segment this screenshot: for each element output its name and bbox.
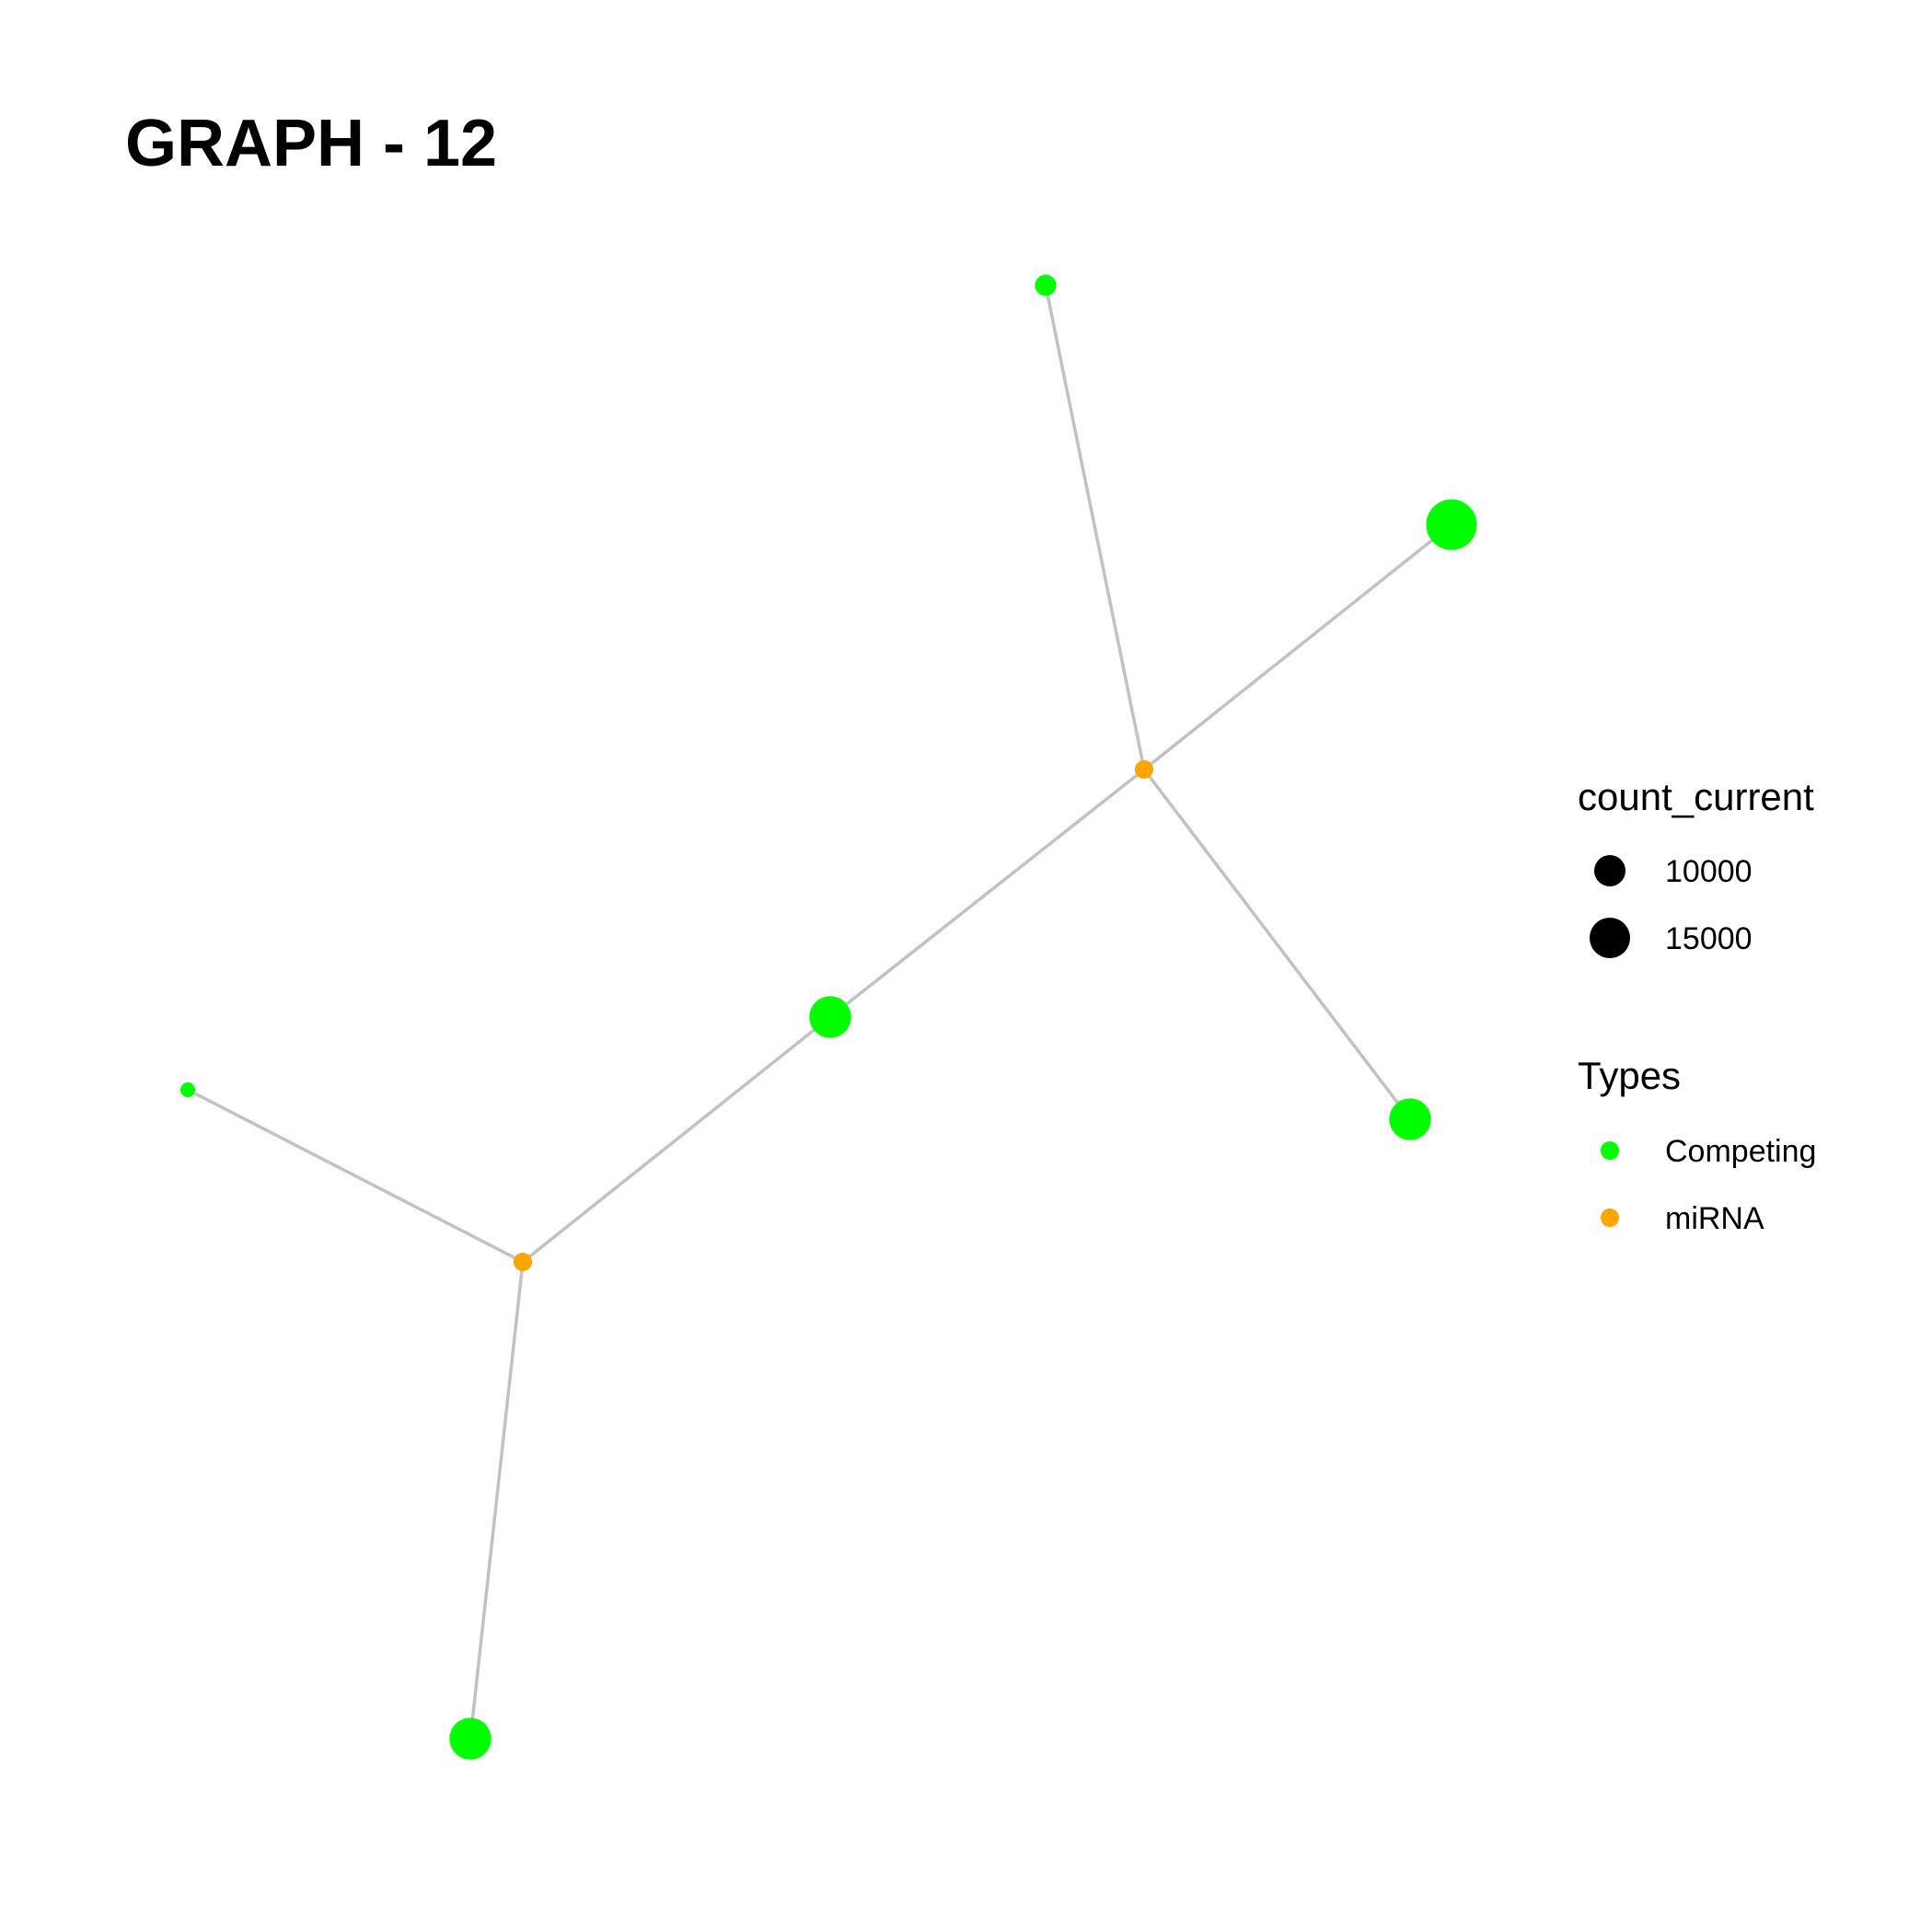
competing-node[interactable] bbox=[1426, 499, 1477, 550]
size-legend-key bbox=[1590, 918, 1630, 958]
edge bbox=[187, 1088, 524, 1264]
edge bbox=[521, 1015, 832, 1264]
size-legend-label: 10000 bbox=[1665, 854, 1753, 889]
competing-node[interactable] bbox=[1035, 274, 1057, 296]
edge bbox=[1142, 768, 1412, 1121]
type-legend-key bbox=[1601, 1141, 1619, 1160]
edge bbox=[1142, 523, 1453, 771]
mirna-node[interactable] bbox=[1135, 760, 1153, 779]
competing-node[interactable] bbox=[1389, 1098, 1431, 1140]
competing-node[interactable] bbox=[809, 996, 851, 1038]
edge-layer bbox=[187, 284, 1453, 1740]
legend: count_current 10000 15000 Types Competing… bbox=[1578, 775, 1816, 1236]
type-legend-title: Types bbox=[1578, 1054, 1681, 1097]
competing-node[interactable] bbox=[449, 1718, 492, 1760]
type-legend-items: Competing miRNA bbox=[1601, 1134, 1816, 1236]
edge bbox=[469, 1261, 525, 1740]
edge bbox=[828, 768, 1146, 1019]
type-legend-label: miRNA bbox=[1665, 1201, 1764, 1236]
mirna-node[interactable] bbox=[514, 1253, 532, 1271]
size-legend-key bbox=[1594, 855, 1625, 886]
size-legend-label: 15000 bbox=[1665, 921, 1753, 956]
size-legend-title: count_current bbox=[1578, 775, 1814, 818]
graph-title: GRAPH - 12 bbox=[125, 107, 497, 180]
type-legend-key bbox=[1601, 1209, 1619, 1227]
edge bbox=[1044, 284, 1146, 770]
size-legend-items: 10000 15000 bbox=[1590, 854, 1753, 958]
type-legend-label: Competing bbox=[1665, 1134, 1816, 1169]
competing-node[interactable] bbox=[180, 1082, 195, 1097]
node-layer bbox=[180, 274, 1477, 1760]
